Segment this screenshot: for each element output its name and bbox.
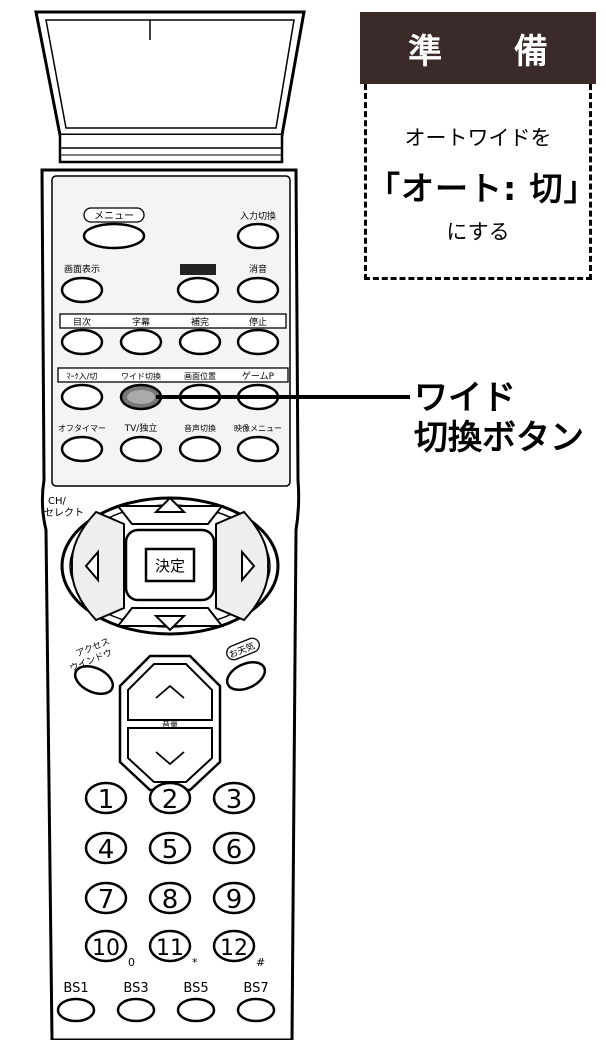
game-p-button[interactable]: ゲームP — [236, 370, 280, 411]
volume-up-button[interactable] — [127, 663, 213, 721]
off-timer-button[interactable]: オフタイマー — [58, 424, 106, 463]
volume-down-icon — [155, 751, 185, 766]
stop-label: 停止 — [249, 316, 267, 328]
access-window-button[interactable] — [71, 661, 117, 700]
number-6-label: 6 — [226, 835, 243, 865]
bs5-label: BS5 — [183, 981, 208, 996]
tv-independent-label: TV/独立 — [124, 422, 158, 434]
number-8-button[interactable]: 8 — [148, 881, 192, 915]
right-arrow-icon[interactable] — [241, 549, 256, 583]
preparation-body: オートワイドを 「オート: 切」 にする — [364, 84, 598, 280]
display-button[interactable]: 画面表示 — [60, 263, 104, 304]
number-9-button[interactable]: 9 — [212, 881, 256, 915]
down-arrow-icon[interactable] — [153, 615, 187, 632]
number-9-label: 9 — [226, 885, 243, 915]
video-menu-label: 映像メニュー — [234, 423, 282, 433]
number-4-button[interactable]: 4 — [84, 831, 128, 865]
bs3-label: BS3 — [123, 981, 148, 996]
supplement-label: 補完 — [191, 316, 209, 328]
bs7-button[interactable]: BS7 — [236, 981, 276, 1023]
row4-label-strip — [57, 367, 289, 383]
left-arrow-icon[interactable] — [84, 549, 99, 583]
audio-switch-label: 音声切換 — [184, 423, 216, 433]
mute-label: 消音 — [249, 263, 267, 275]
preparation-box: 準 備 オートワイドを 「オート: 切」 にする — [360, 12, 598, 284]
volume-label: 音量 — [162, 719, 178, 729]
dark-label-button[interactable] — [176, 264, 220, 304]
row3-label-strip — [59, 313, 287, 329]
input-switch-button[interactable]: 入力切換 — [236, 210, 280, 250]
number-6-button[interactable]: 6 — [212, 831, 256, 865]
number-7-button[interactable]: 7 — [84, 881, 128, 915]
index-button[interactable]: 目次 — [60, 316, 104, 356]
ch-label: CH/ — [48, 496, 67, 507]
menu-button[interactable]: メニュー — [82, 207, 146, 250]
preparation-line-3: にする — [446, 220, 510, 244]
mute-button[interactable]: 消音 — [236, 263, 280, 304]
display-label: 画面表示 — [64, 263, 100, 275]
number-1-label: 1 — [98, 785, 115, 815]
dpad-up-area — [115, 505, 225, 525]
stop-button[interactable]: 停止 — [236, 316, 280, 356]
bs5-button[interactable]: BS5 — [176, 981, 216, 1023]
video-menu-button[interactable]: 映像メニュー — [234, 423, 282, 463]
off-timer-label: オフタイマー — [58, 424, 106, 433]
bs1-label: BS1 — [63, 981, 88, 996]
number-pad: 1 2 3 4 5 6 7 8 9 10 11 12 0 * # — [84, 781, 265, 969]
number-11-button[interactable]: 11 — [148, 929, 192, 963]
callout-line-1: ワイド — [414, 378, 516, 418]
number-8-label: 8 — [162, 885, 179, 915]
number-3-button[interactable]: 3 — [212, 781, 256, 815]
sub-zero-label: 0 — [128, 956, 135, 969]
wide-switch-callout: ワイド 切換ボタン — [414, 378, 584, 458]
bs3-button[interactable]: BS3 — [116, 981, 156, 1023]
number-10-label: 10 — [92, 936, 120, 961]
sub-hash-label: # — [256, 956, 265, 969]
wide-switch-button[interactable]: ワイド切換 — [119, 371, 163, 411]
sub-star-label: * — [192, 956, 198, 969]
bs1-button[interactable]: BS1 — [56, 981, 96, 1023]
number-12-button[interactable]: 12 — [212, 929, 256, 963]
supplement-button[interactable]: 補完 — [178, 316, 222, 356]
number-2-button[interactable]: 2 — [148, 781, 192, 815]
number-11-label: 11 — [156, 936, 184, 961]
input-switch-label: 入力切換 — [240, 210, 276, 222]
number-5-button[interactable]: 5 — [148, 831, 192, 865]
audio-switch-button[interactable]: 音声切換 — [178, 423, 222, 463]
weather-button[interactable]: お天気 — [223, 636, 269, 695]
subtitle-button[interactable]: 字幕 — [119, 316, 163, 356]
game-p-label: ゲームP — [242, 370, 275, 382]
enter-label: 決定 — [155, 557, 185, 575]
preparation-header: 準 備 — [360, 12, 596, 84]
enter-button[interactable]: 決定 — [124, 528, 216, 602]
number-1-button[interactable]: 1 — [84, 781, 128, 815]
index-label: 目次 — [73, 316, 91, 328]
preparation-line-2: 「オート: 切」 — [367, 169, 598, 208]
bs7-label: BS7 — [243, 981, 268, 996]
preparation-line-1: オートワイドを — [404, 126, 552, 150]
number-5-label: 5 — [162, 835, 179, 865]
mark-toggle-button[interactable]: ﾏｰｸ入/切 — [60, 372, 104, 411]
number-12-label: 12 — [220, 936, 248, 961]
number-2-label: 2 — [162, 785, 179, 815]
volume-up-icon — [155, 684, 185, 699]
number-3-label: 3 — [226, 785, 243, 815]
number-4-label: 4 — [98, 835, 115, 865]
mark-toggle-label: ﾏｰｸ入/切 — [67, 372, 98, 381]
tv-independent-button[interactable]: TV/独立 — [119, 422, 163, 463]
wide-switch-label: ワイド切換 — [121, 371, 161, 381]
up-arrow-icon[interactable] — [153, 496, 187, 513]
volume-rocker: 音量 — [118, 654, 222, 792]
number-10-button[interactable]: 10 — [84, 929, 128, 963]
volume-down-button[interactable] — [127, 727, 213, 783]
screen-position-label: 画面位置 — [184, 371, 216, 381]
callout-line-2: 切換ボタン — [414, 418, 584, 458]
remote-lid — [34, 10, 306, 164]
menu-label: メニュー — [94, 211, 134, 222]
number-7-label: 7 — [98, 885, 115, 915]
subtitle-label: 字幕 — [132, 316, 150, 328]
select-label: セレクト — [44, 507, 84, 519]
screen-position-button[interactable]: 画面位置 — [178, 371, 222, 411]
